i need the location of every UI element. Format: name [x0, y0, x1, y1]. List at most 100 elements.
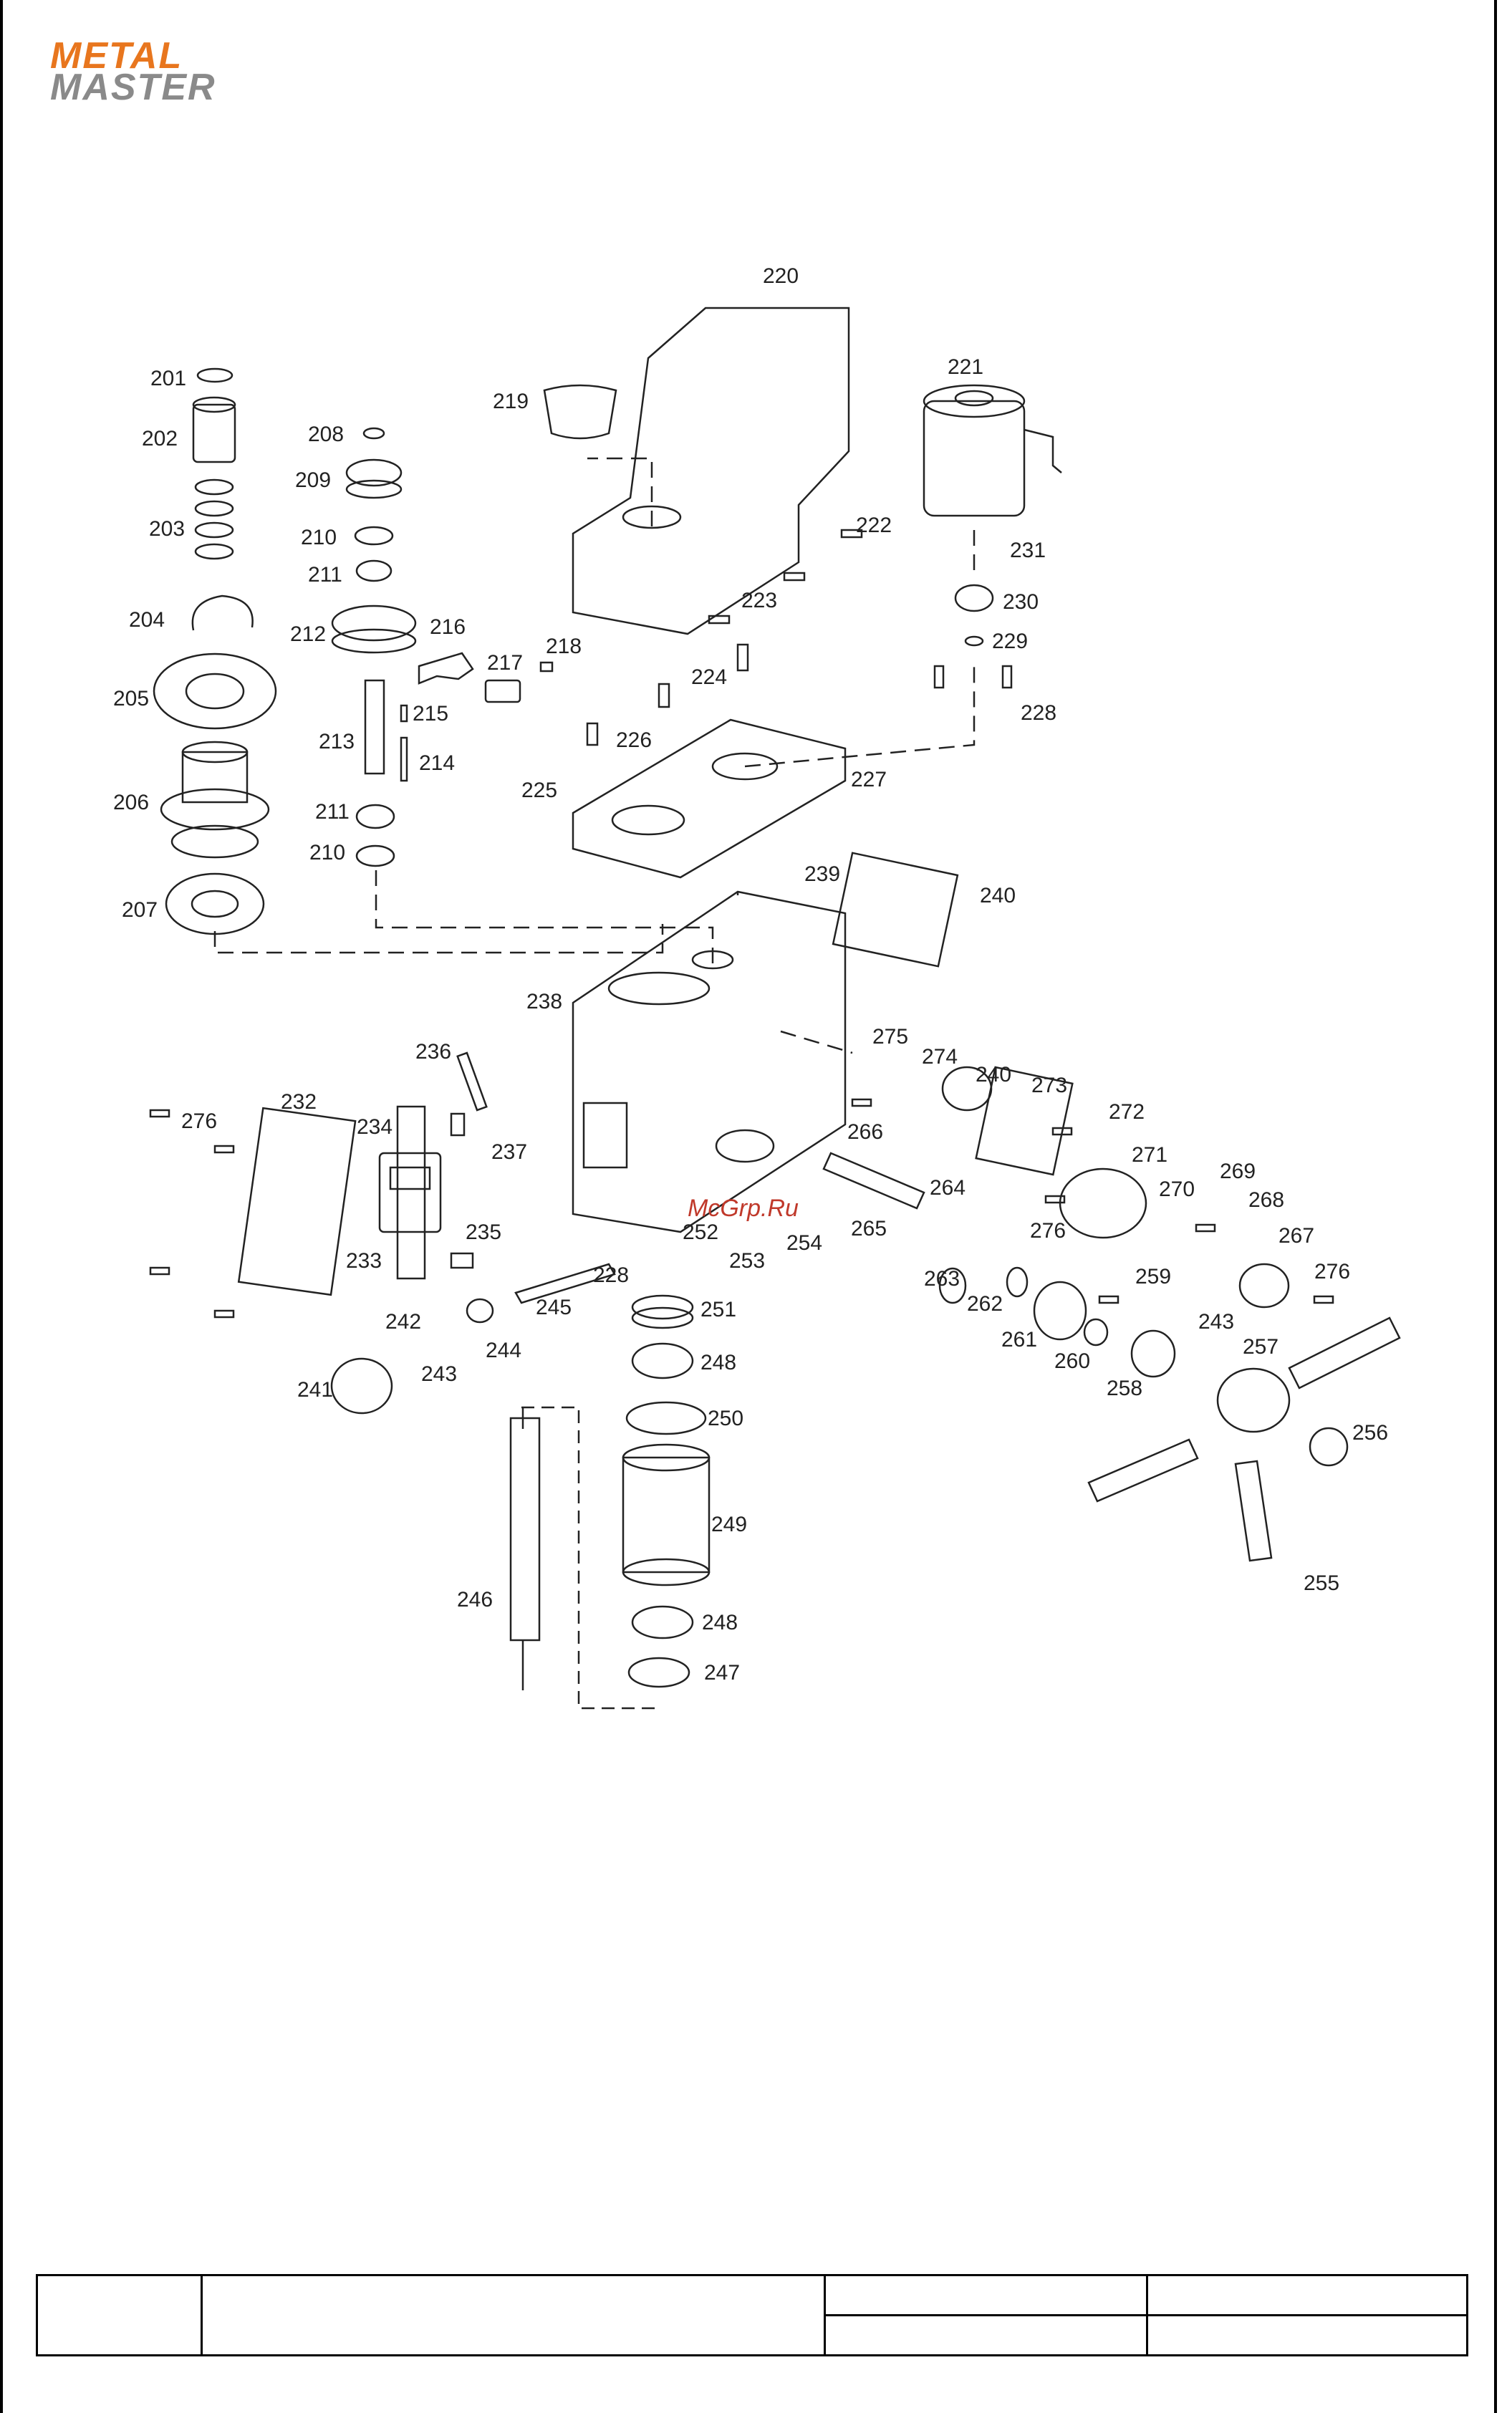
- part-label: 213: [319, 730, 355, 753]
- part-label: 243: [1198, 1310, 1234, 1334]
- part-label: 262: [967, 1292, 1003, 1316]
- watermark-text: McGrp.Ru: [688, 1195, 799, 1222]
- part-label: 253: [729, 1249, 765, 1273]
- part-label: 269: [1220, 1160, 1256, 1183]
- part-label: 215: [413, 702, 448, 726]
- feed-assembly: [822, 1066, 1401, 1562]
- part-label: 271: [1132, 1143, 1167, 1167]
- part-label: 206: [113, 791, 149, 814]
- part-label: 214: [419, 751, 455, 775]
- part-label: 202: [142, 427, 178, 451]
- part-label: 209: [295, 468, 331, 492]
- pinion-shaft: [330, 1051, 616, 1415]
- part-label: 211: [315, 800, 350, 824]
- part-label: 270: [1159, 1177, 1195, 1201]
- part-label: 260: [1054, 1349, 1090, 1373]
- part-label: 245: [536, 1296, 572, 1319]
- part-number-labels: 201 202 203 204 205 206 207 208 209 210 …: [113, 264, 1388, 1685]
- part-label: 276: [181, 1109, 217, 1133]
- part-label: 240: [976, 1063, 1011, 1087]
- connector-lines: [213, 457, 976, 1054]
- side-plate-232: [237, 1107, 357, 1296]
- part-label: 230: [1003, 590, 1039, 614]
- part-label: 249: [711, 1513, 747, 1536]
- part-label: 244: [486, 1339, 521, 1362]
- part-label: 241: [297, 1378, 333, 1402]
- part-label: 220: [763, 264, 799, 288]
- spindle-stack-left: [153, 367, 277, 935]
- part-label: 259: [1135, 1265, 1171, 1289]
- logo-line-1: METAL: [50, 35, 183, 77]
- part-label: 257: [1243, 1335, 1279, 1359]
- part-label: 222: [856, 514, 892, 537]
- part-label: 225: [521, 779, 557, 802]
- part-label: 256: [1352, 1421, 1388, 1445]
- part-label: 204: [129, 608, 165, 632]
- part-label: 216: [430, 615, 466, 639]
- cover-plate-239: [832, 852, 959, 968]
- part-label: 248: [700, 1351, 736, 1374]
- part-label: 276: [1030, 1219, 1066, 1243]
- part-label: 255: [1304, 1571, 1339, 1595]
- part-label: 265: [851, 1217, 887, 1241]
- part-label: 210: [301, 526, 337, 549]
- part-label: 231: [1010, 539, 1046, 562]
- title-block-table: [36, 2274, 1468, 2356]
- part-label: 275: [872, 1025, 908, 1049]
- part-label: 247: [704, 1661, 740, 1685]
- part-label: 210: [309, 841, 345, 864]
- part-label: 261: [1001, 1328, 1037, 1352]
- part-label: 237: [491, 1140, 527, 1164]
- part-label: 224: [691, 665, 727, 689]
- part-label: 217: [487, 651, 523, 675]
- title-block-cell: [38, 2276, 203, 2354]
- part-label: 239: [804, 862, 840, 886]
- depth-indicator: [378, 1105, 442, 1280]
- title-block-divider: [826, 2314, 1466, 2316]
- part-label: 264: [930, 1176, 966, 1200]
- head-cover: [543, 307, 850, 635]
- part-label: 268: [1248, 1188, 1284, 1212]
- title-block-cell: [203, 2276, 826, 2354]
- part-label: 203: [149, 517, 185, 541]
- part-label: 228: [1021, 701, 1056, 725]
- part-label: 273: [1031, 1074, 1067, 1097]
- part-label: 219: [493, 390, 529, 413]
- metal-master-logo: METAL MASTER: [50, 37, 265, 109]
- part-label: 205: [113, 687, 149, 711]
- part-label: 238: [526, 990, 562, 1013]
- part-label: 250: [708, 1407, 743, 1430]
- part-label: 232: [281, 1090, 317, 1114]
- part-label: 266: [847, 1120, 883, 1144]
- part-label: 246: [457, 1588, 493, 1612]
- part-label: 228: [593, 1263, 629, 1287]
- part-label: 274: [922, 1045, 958, 1069]
- part-label: 208: [308, 423, 344, 446]
- part-label: 248: [702, 1611, 738, 1634]
- part-label: 240: [980, 884, 1016, 907]
- part-label: 218: [546, 635, 582, 658]
- part-label: 254: [786, 1231, 822, 1255]
- gearbox-body: [572, 890, 847, 1233]
- quill-assembly: [509, 1294, 711, 1710]
- part-label: 272: [1109, 1100, 1145, 1124]
- part-label: 227: [851, 768, 887, 791]
- part-drawings: [149, 307, 1401, 1710]
- part-label: 212: [290, 622, 326, 646]
- part-label: 201: [150, 367, 186, 390]
- part-label: 258: [1107, 1377, 1142, 1400]
- part-label: 233: [346, 1249, 382, 1273]
- part-label: 211: [308, 563, 342, 587]
- part-label: 242: [385, 1310, 421, 1334]
- cover-plate-273: [975, 1066, 1074, 1176]
- part-label: 276: [1314, 1260, 1350, 1283]
- gear-shaft-stack: [331, 427, 554, 867]
- part-label: 221: [948, 355, 983, 379]
- part-label: 236: [415, 1040, 451, 1064]
- part-label: 223: [741, 589, 777, 612]
- motor: [923, 384, 1062, 647]
- part-label: 229: [992, 630, 1028, 653]
- screws: [149, 529, 1334, 1319]
